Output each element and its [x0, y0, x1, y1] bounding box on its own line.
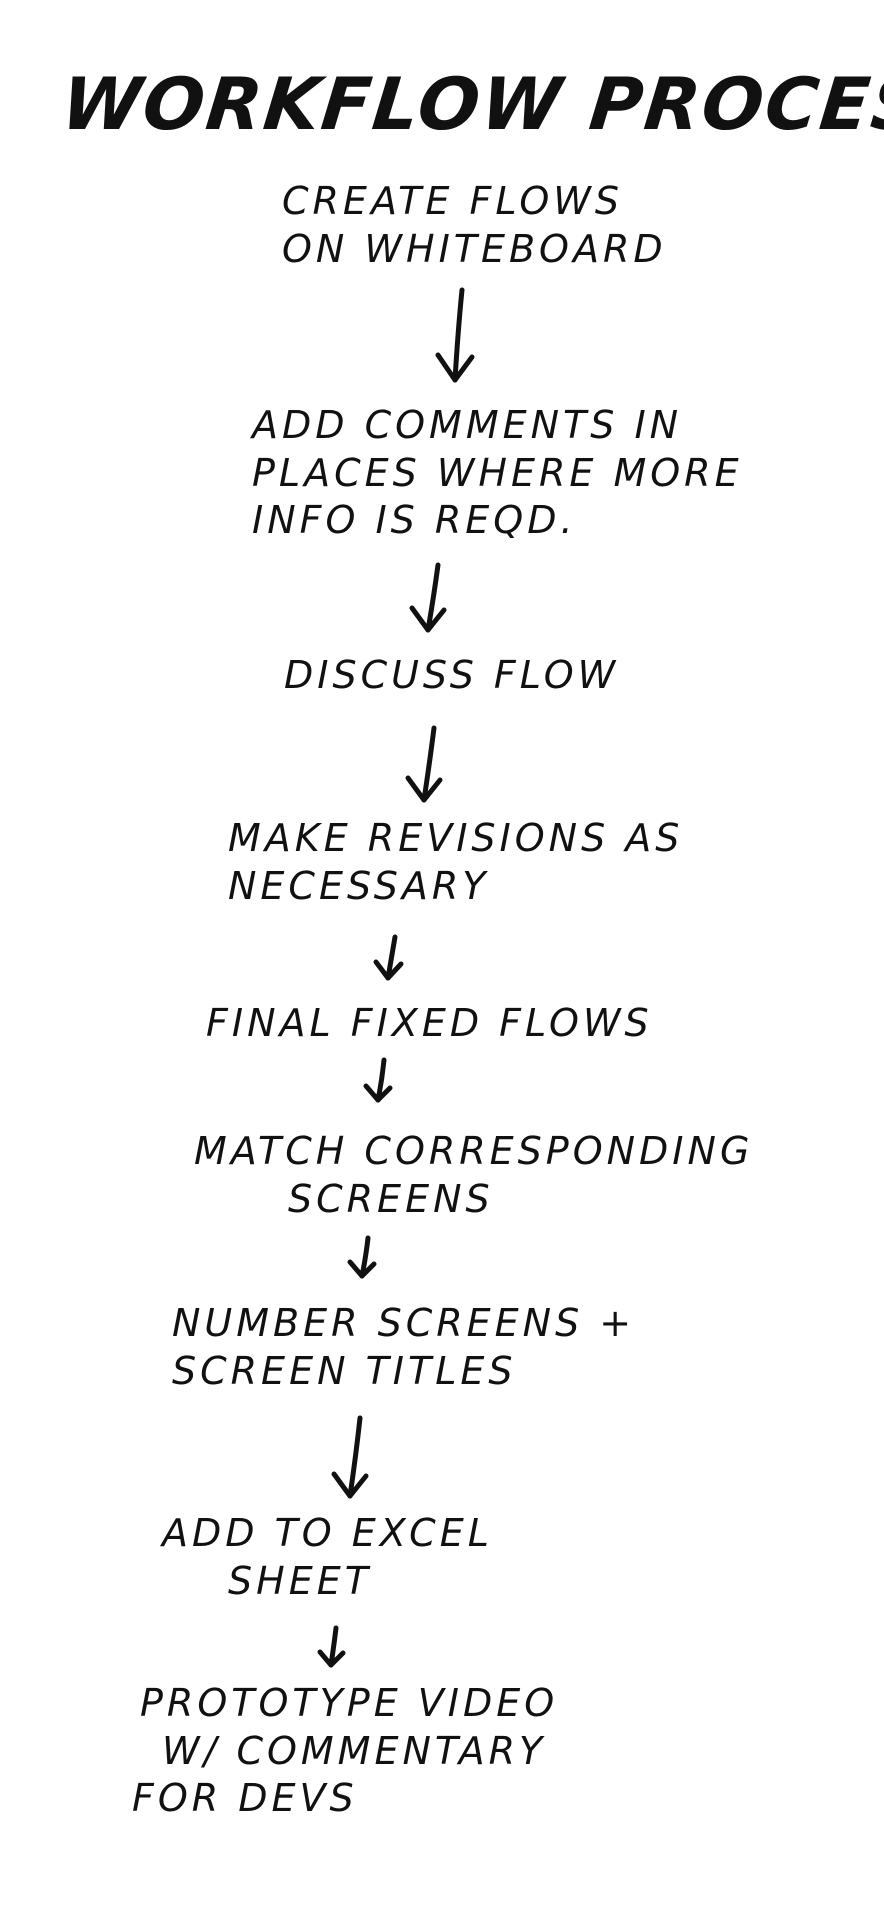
step-line: INFO IS REQD.	[252, 498, 577, 542]
step-line: FINAL FIXED FLOWS	[206, 1001, 653, 1045]
step-line: ADD COMMENTS IN	[252, 403, 683, 447]
step-line: MAKE REVISIONS AS	[228, 816, 684, 860]
step-line: SHEET	[228, 1558, 372, 1603]
arrow-down-icon	[331, 1415, 369, 1499]
flow-step-number-screens: NUMBER SCREENS + SCREEN TITLES	[172, 1300, 635, 1395]
arrow-down-icon	[409, 562, 447, 633]
arrow-down-icon	[405, 725, 443, 803]
step-line: MATCH CORRESPONDING	[194, 1129, 754, 1173]
arrow-down-icon	[317, 1625, 346, 1668]
arrow-down-icon	[347, 1235, 377, 1279]
arrow-down-icon	[363, 1057, 393, 1103]
step-line: W/ COMMENTARY	[162, 1728, 547, 1773]
step-line: DISCUSS FLOW	[284, 653, 620, 697]
step-line: FOR DEVS	[132, 1776, 358, 1820]
step-line: SCREENS	[288, 1176, 494, 1221]
flow-step-discuss-flow: DISCUSS FLOW	[284, 652, 619, 700]
step-line: CREATE FLOWS	[282, 179, 623, 223]
step-line: ON WHITEBOARD	[282, 226, 667, 271]
flow-step-match-screens: MATCH CORRESPONDING SCREENS	[194, 1128, 753, 1223]
flow-step-final-fixed-flows: FINAL FIXED FLOWS	[206, 1000, 653, 1048]
flow-step-add-to-excel: ADD TO EXCEL SHEET	[162, 1510, 493, 1605]
arrow-down-icon	[435, 287, 475, 383]
flow-step-add-comments: ADD COMMENTS IN PLACES WHERE MORE INFO I…	[252, 402, 743, 545]
flow-step-create-flows: CREATE FLOWS ON WHITEBOARD	[282, 178, 667, 273]
step-line: PROTOTYPE VIDEO	[140, 1681, 559, 1725]
flow-step-make-revisions: MAKE REVISIONS AS NECESSARY	[228, 815, 683, 910]
arrow-down-icon	[373, 934, 404, 981]
flow-step-prototype-video: PROTOTYPE VIDEO W/ COMMENTARY FOR DEVS	[132, 1680, 559, 1823]
step-line: PLACES WHERE MORE	[252, 450, 743, 495]
step-line: ADD TO EXCEL	[162, 1511, 493, 1555]
step-line: NUMBER SCREENS +	[172, 1301, 636, 1345]
step-line: NECESSARY	[228, 863, 490, 908]
step-line: SCREEN TITLES	[172, 1348, 517, 1393]
